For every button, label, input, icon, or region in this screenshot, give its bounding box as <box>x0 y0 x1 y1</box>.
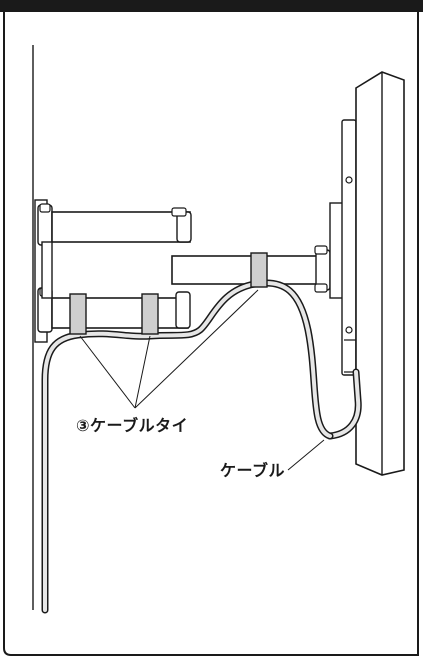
top-border-band <box>0 0 423 12</box>
leader-line-cable <box>287 439 325 471</box>
upper-arm <box>51 207 192 243</box>
elbow-connector <box>41 241 53 299</box>
wall-plate <box>34 199 53 343</box>
cable <box>41 279 362 614</box>
cable-tie-3 <box>250 252 268 288</box>
leader-lines-cable-ties <box>79 289 259 409</box>
tv-panel <box>355 71 405 476</box>
cable-tie-2 <box>141 293 159 335</box>
tv-bracket <box>329 119 357 376</box>
diagram-frame <box>3 12 419 656</box>
cable-tie-1 <box>69 293 87 335</box>
cable-ties-label: ③ケーブルタイ <box>74 412 191 436</box>
cable-label: ケーブル <box>218 457 288 481</box>
